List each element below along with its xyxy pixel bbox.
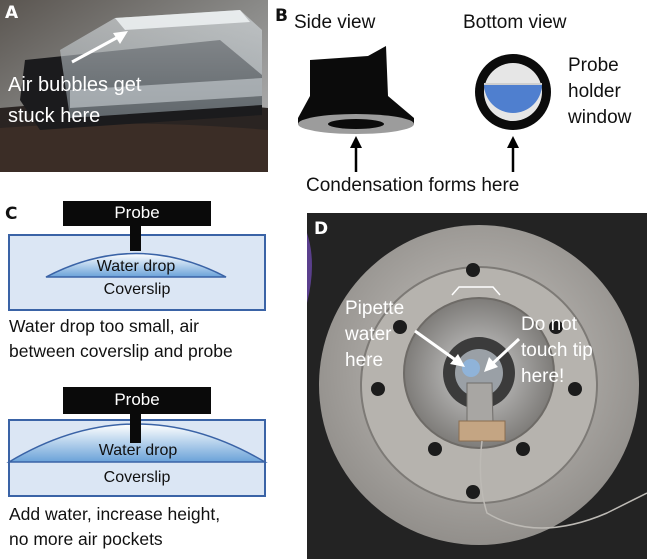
window-label-line1: Probe: [568, 55, 619, 76]
panel-a-annotation-line1: Air bubbles get: [8, 74, 142, 96]
panel-b: B Side view Bottom view Probe holder win…: [268, 0, 647, 205]
caption-1-line2: between coverslip and probe: [9, 341, 233, 361]
panel-c: C Probe Water drop Coverslip Water drop …: [0, 196, 305, 559]
probe-label-1: Probe: [114, 203, 160, 222]
side-view-title: Side view: [294, 12, 376, 33]
holder-bottom-view: [475, 54, 551, 130]
bottom-view-title: Bottom view: [463, 12, 567, 33]
panel-a-photo: [0, 0, 268, 172]
arrow-up-bottom: [507, 136, 519, 172]
pipette-label-line3: here: [345, 350, 384, 371]
caption-1-line1: Water drop too small, air: [9, 316, 199, 336]
holder-side-view: [298, 46, 414, 134]
drop-label-1: Water drop: [96, 258, 176, 275]
panel-b-drawing: [298, 46, 551, 172]
pipette-label-line1: Pipette: [345, 298, 405, 319]
panel-b-letter: B: [275, 6, 288, 26]
diagram-small-drop: [8, 201, 266, 311]
drop-label-2: Water drop: [98, 442, 178, 459]
panel-d: D Pipette water here Do not touch tip he…: [307, 213, 647, 559]
coverslip-label-1: Coverslip: [103, 281, 171, 298]
panel-d-photo: [307, 213, 647, 559]
coverslip-label-2: Coverslip: [103, 469, 171, 486]
caption-2-line2: no more air pockets: [9, 529, 163, 549]
condensation-caption: Condensation forms here: [306, 175, 520, 196]
pipette-label-line2: water: [345, 324, 392, 345]
panel-c-letter: C: [5, 204, 18, 224]
window-label-line2: holder: [568, 81, 621, 102]
panel-a: A Air bubbles get stuck here: [0, 0, 268, 172]
window-label-line3: window: [568, 107, 632, 128]
panel-a-letter: A: [5, 3, 19, 23]
arrow-up-side: [350, 136, 362, 172]
warning-label-line1: Do not: [521, 314, 577, 335]
caption-2-line1: Add water, increase height,: [9, 504, 221, 524]
panel-c-diagrams: [6, 201, 268, 497]
diagram-large-drop: [6, 387, 268, 497]
warning-label-line3: here!: [521, 366, 565, 387]
panel-a-annotation-line2: stuck here: [8, 105, 101, 127]
panel-d-letter: D: [314, 219, 329, 239]
warning-label-line2: touch tip: [521, 340, 593, 361]
probe-label-2: Probe: [114, 390, 160, 409]
